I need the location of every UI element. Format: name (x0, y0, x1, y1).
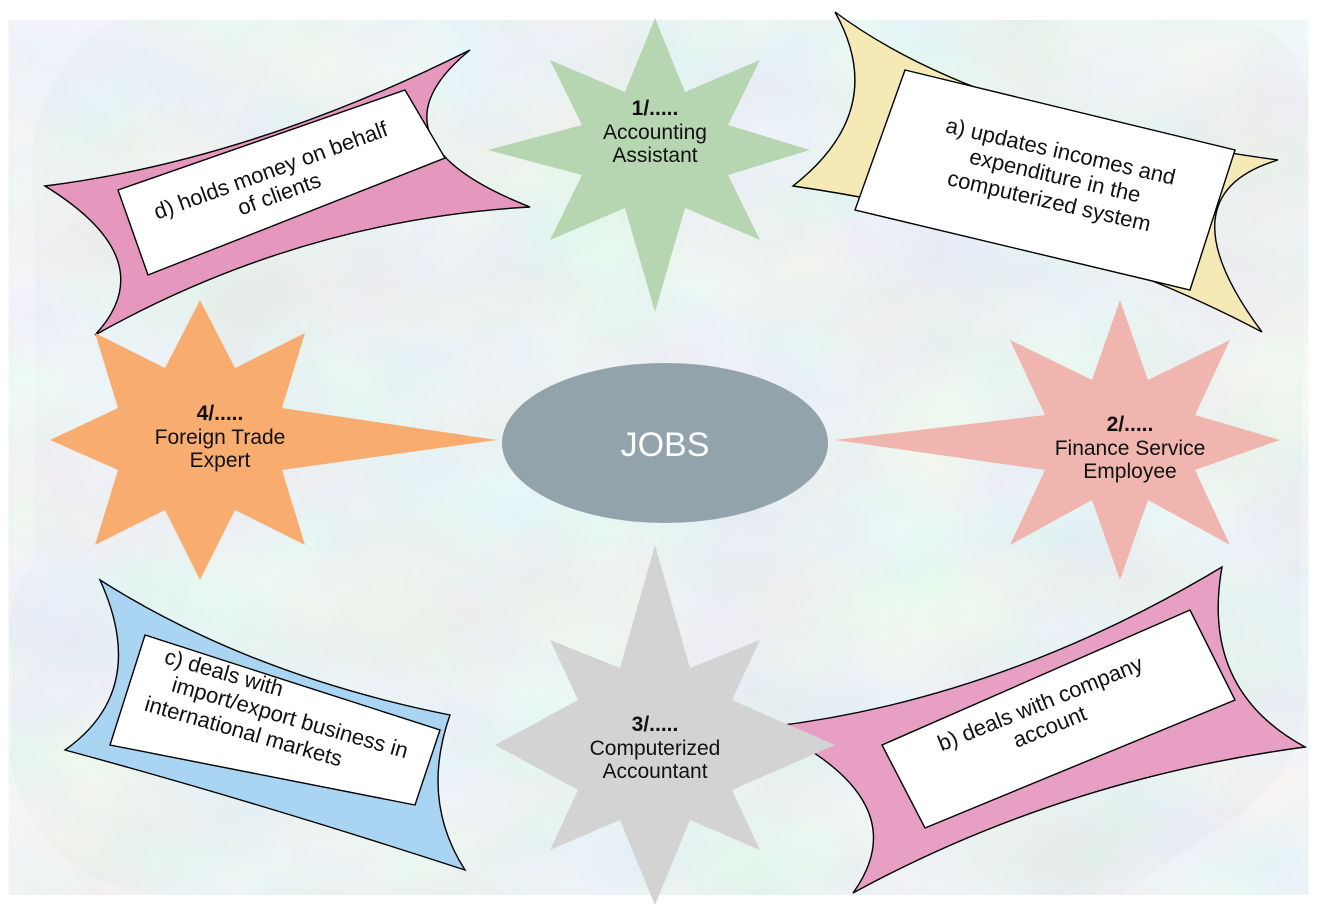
banner-c (63, 578, 467, 872)
job-number-3: 3/..... (631, 713, 679, 736)
job-name-4-line2: Expert (189, 449, 251, 473)
job-name-1-line1: Accounting (603, 120, 707, 144)
job-label-3: 3/..... Computerized Accountant (560, 713, 750, 784)
banner-b (765, 565, 1308, 894)
star-1 (488, 18, 810, 312)
center-label: JOBS (620, 425, 710, 464)
job-name-1-line2: Assistant (612, 144, 698, 168)
job-name-2-line1: Finance Service (1054, 436, 1206, 460)
job-label-2: 2/..... Finance Service Employee (1020, 413, 1240, 484)
job-label-4: 4/..... Foreign Trade Expert (120, 402, 320, 473)
job-label-1: 1/..... Accounting Assistant (560, 97, 750, 168)
job-name-2-line2: Employee (1083, 460, 1177, 484)
star-2 (835, 300, 1280, 580)
banner-a (791, 11, 1279, 333)
star-4 (50, 300, 497, 580)
job-name-3-line2: Accountant (602, 760, 708, 784)
job-number-2: 2/..... (1106, 413, 1154, 436)
star-3 (495, 545, 835, 905)
job-name-3-line1: Computerized (589, 736, 721, 760)
banner-d (42, 49, 531, 336)
jobs-ellipse (502, 363, 828, 523)
job-number-1: 1/..... (631, 97, 679, 120)
job-name-4-line1: Foreign Trade (154, 425, 286, 449)
job-number-4: 4/..... (196, 402, 244, 425)
